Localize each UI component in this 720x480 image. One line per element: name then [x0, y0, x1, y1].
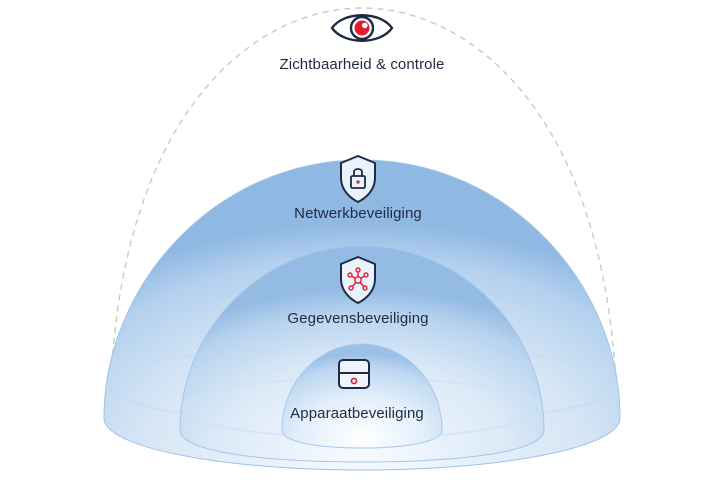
eye-icon — [330, 14, 394, 42]
data-label: Gegevensbeveiliging — [287, 310, 429, 327]
network-label: Netwerkbeveiliging — [294, 205, 422, 222]
visibility-boundary-arc — [109, 7, 618, 411]
visibility-label: Zichtbaarheid & controle — [279, 56, 445, 73]
device-dome — [281, 343, 443, 449]
device-icon — [338, 359, 370, 389]
device-label: Apparaatbeveiliging — [290, 405, 424, 422]
shield-lock-icon — [340, 155, 376, 203]
shield-network-icon — [340, 256, 376, 304]
